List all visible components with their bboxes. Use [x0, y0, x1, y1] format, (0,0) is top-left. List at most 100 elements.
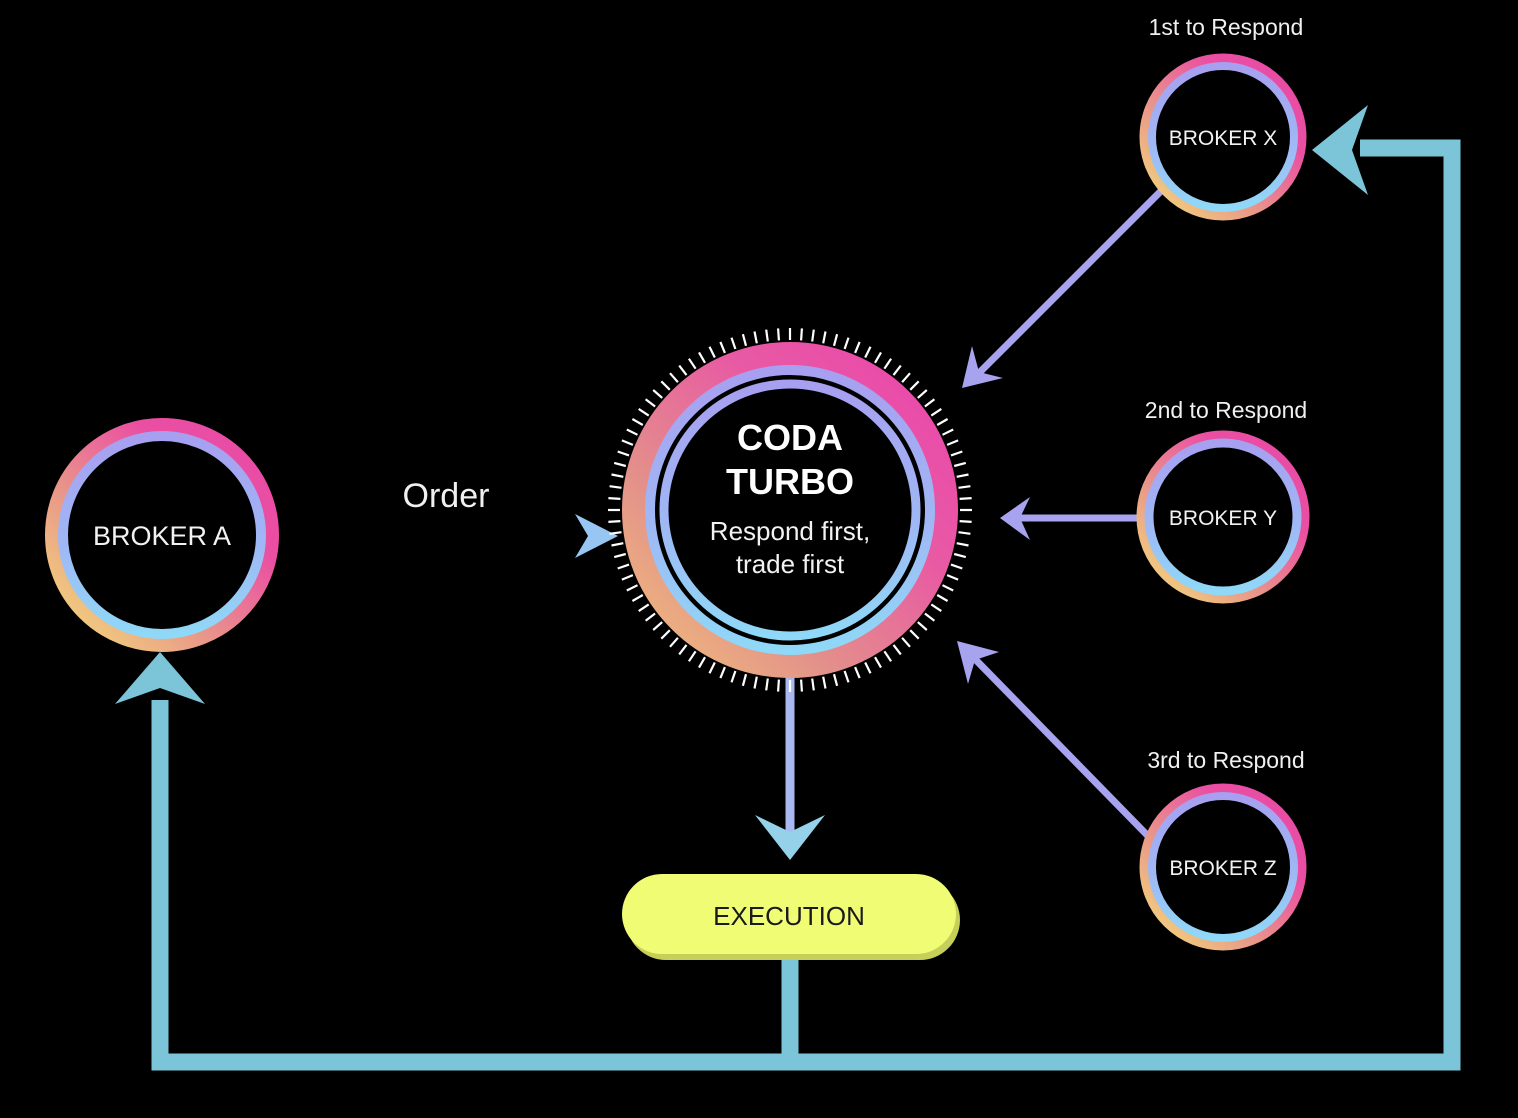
feedback-loop: [151, 139, 1461, 1071]
hub-tick: [946, 574, 959, 581]
hub-tick: [621, 439, 634, 446]
hub-tick: [930, 407, 942, 417]
hub-tick: [719, 666, 726, 679]
broker-x-node: BROKER X: [1139, 53, 1307, 221]
hub-tick: [959, 520, 972, 523]
response-arrowhead-x: [962, 346, 1003, 388]
execution-label: EXECUTION: [713, 901, 865, 931]
hub-tick: [892, 644, 902, 656]
loop-arrowhead-to-broker-a: [115, 652, 205, 704]
hub-tick: [638, 603, 650, 613]
hub-tick: [609, 531, 622, 535]
hub-tick: [909, 629, 920, 640]
hub-tick: [660, 380, 671, 391]
hub-tick: [930, 603, 942, 613]
order-label: Order: [403, 477, 490, 515]
hub-tick: [631, 594, 644, 602]
hub-tick: [822, 331, 827, 344]
hub-tick: [924, 398, 936, 408]
hub-tick: [958, 531, 971, 535]
hub-tick: [874, 656, 882, 669]
hub-tick: [917, 621, 928, 631]
hub-tick: [883, 650, 893, 662]
hub-tick: [698, 351, 706, 364]
hub-tick: [741, 333, 748, 347]
hub-tick: [708, 346, 716, 358]
broker-z-node: BROKER Z: [1139, 783, 1307, 951]
hub-tick: [698, 656, 706, 669]
hub-tick: [631, 418, 644, 426]
hub-tick: [958, 485, 971, 489]
hub-tick: [956, 473, 969, 478]
hub-title-line1: CODA: [737, 417, 843, 458]
hub-tick: [644, 398, 656, 408]
hub-tick: [753, 676, 758, 689]
hub-tick: [678, 644, 688, 656]
hub-tick: [959, 497, 972, 500]
loop-arrowhead-to-broker-x: [1312, 105, 1368, 195]
hub-tick: [956, 542, 969, 547]
hub-tick: [832, 673, 839, 687]
hub-title-line2: TURBO: [726, 461, 854, 502]
hub-tick: [811, 678, 815, 691]
hub-tick: [652, 389, 663, 399]
hub-tick: [765, 678, 769, 691]
hub-tick: [626, 428, 638, 436]
hub-tick: [753, 331, 758, 344]
broker-y-response-caption: 2nd to Respond: [1145, 397, 1307, 423]
response-arrowhead-z: [957, 641, 999, 684]
hub-tick: [777, 679, 780, 692]
hub-tick: [864, 662, 872, 674]
hub-tick: [822, 676, 827, 689]
broker-a-node: BROKER A: [45, 418, 279, 652]
hub-tick: [950, 450, 963, 457]
hub-tick: [843, 670, 850, 683]
hub-subtitle-line1: Respond first,: [710, 516, 870, 546]
hub-tick-ring: [608, 328, 972, 692]
hub-tick: [909, 380, 920, 391]
hub-tick: [765, 329, 769, 342]
hub-tick: [901, 372, 911, 383]
coda-turbo-hub: CODA TURBO Respond first, trade first: [608, 328, 972, 692]
hub-tick: [942, 428, 954, 436]
order-arrowhead: [575, 514, 618, 558]
hub-tick: [883, 358, 893, 370]
hub-tick: [730, 337, 737, 350]
hub-tick: [950, 563, 963, 570]
response-arrow-z: [969, 653, 1153, 841]
hub-tick: [609, 485, 622, 489]
response-arrow-x: [975, 187, 1165, 377]
hub-tick: [652, 621, 663, 631]
broker-a-label: BROKER A: [93, 521, 231, 551]
hub-tick: [942, 584, 954, 592]
hub-tick: [864, 346, 872, 358]
hub-tick: [843, 337, 850, 350]
broker-z-label: BROKER Z: [1169, 857, 1277, 880]
hub-tick: [708, 662, 716, 674]
hub-tick: [936, 418, 949, 426]
hub-tick: [626, 584, 638, 592]
hub-tick: [687, 650, 697, 662]
hub-tick: [687, 358, 697, 370]
hub-tick: [901, 637, 911, 648]
hub-tick: [924, 612, 936, 622]
hub-tick: [832, 333, 839, 347]
hub-tick: [719, 341, 726, 354]
hub-tick: [621, 574, 634, 581]
hub-tick: [613, 552, 627, 559]
hub-tick: [660, 629, 671, 640]
hub-tick: [617, 563, 630, 570]
hub-tick: [608, 520, 621, 523]
hub-tick: [811, 329, 815, 342]
broker-x-response-caption: 1st to Respond: [1149, 14, 1304, 40]
hub-subtitle-line2: trade first: [736, 549, 845, 579]
broker-x-label: BROKER X: [1169, 127, 1278, 150]
hub-tick: [936, 594, 949, 602]
hub-tick: [800, 328, 803, 341]
hub-tick: [800, 679, 803, 692]
hub-tick: [617, 450, 630, 457]
broker-z-response-caption: 3rd to Respond: [1147, 747, 1304, 773]
hub-tick: [917, 389, 928, 399]
hub-tick: [854, 666, 861, 679]
